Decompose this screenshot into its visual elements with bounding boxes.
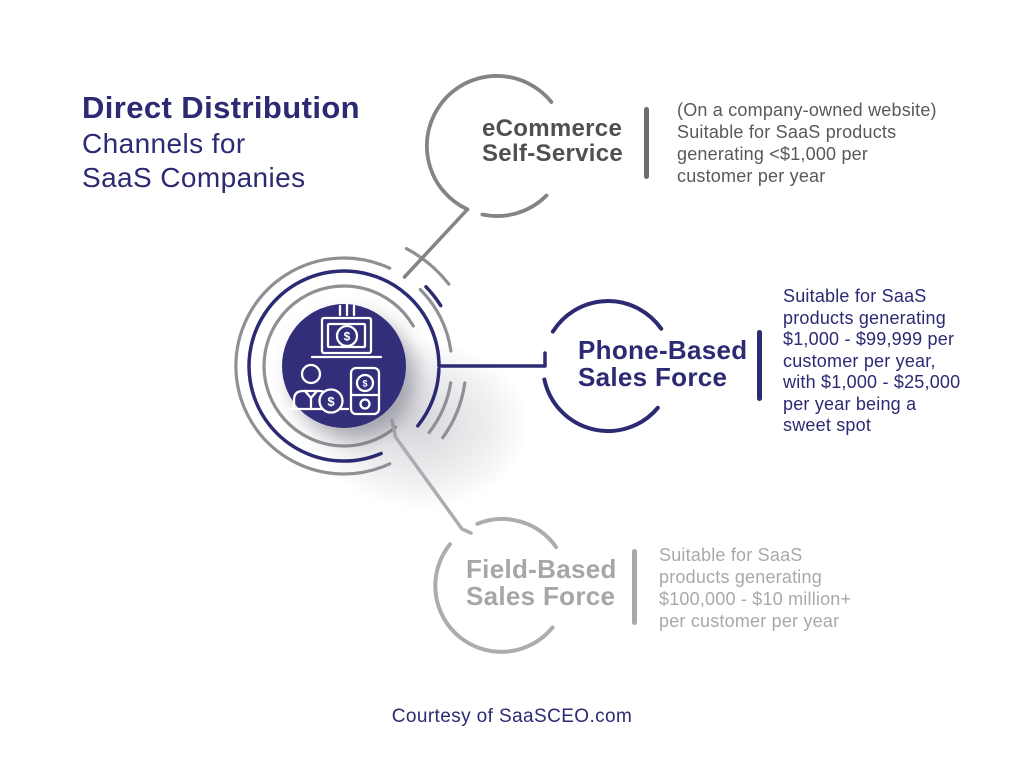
- phone-desc-line: Suitable for SaaS: [783, 286, 927, 306]
- field-label-line-2: Sales Force: [466, 581, 616, 611]
- phone-circle: [542, 299, 664, 433]
- hub-navy-ring: [247, 269, 441, 463]
- title-line-3: SaaS Companies: [82, 162, 306, 193]
- phone-desc-line: $1,000 - $99,999 per: [783, 329, 955, 349]
- title-line-2: Channels for: [82, 128, 246, 159]
- laptop-money-icon: $: [310, 301, 383, 359]
- ecommerce-label-line-2: Self-Service: [482, 140, 624, 167]
- pos-coin-dollar: $: [362, 379, 367, 389]
- title-line-1: Direct Distribution: [82, 90, 361, 125]
- phone-divider-bar: [757, 330, 762, 401]
- field-desc-line: $100,000 - $10 million+: [659, 589, 852, 609]
- field-desc-line: products generating: [659, 567, 822, 587]
- page-title: Direct Distribution Channels for SaaS Co…: [82, 88, 360, 195]
- phone-desc-line: per year being a: [783, 393, 917, 414]
- field-description: Suitable for SaaS products generating $1…: [659, 544, 851, 632]
- hub-outer-gray-ring: [234, 256, 392, 476]
- phone-label: Phone-Based Sales Force: [578, 337, 747, 391]
- hub-navy-ring-lower-arc: [416, 367, 441, 428]
- ecommerce-circle: [425, 74, 554, 218]
- ecommerce-desc-line: (On a company-owned website): [677, 100, 937, 120]
- phone-desc-line: sweet spot: [783, 415, 872, 435]
- phone-desc-line: products generating: [783, 307, 946, 328]
- hub-inner-gray-ring: [262, 284, 415, 448]
- hub-deco-navy-arc: [424, 285, 443, 308]
- ecommerce-desc-line: generating <$1,000 per: [677, 144, 869, 164]
- hub-deco-gray-arc-lower: [441, 381, 467, 440]
- hub-outer-gray-arc-topright: [418, 288, 453, 353]
- phone-label-line-1: Phone-Based: [578, 335, 748, 365]
- field-desc-line: Suitable for SaaS: [659, 545, 803, 565]
- field-label: Field-Based Sales Force: [466, 556, 617, 610]
- field-label-line-1: Field-Based: [466, 554, 617, 584]
- field-connector-line: [390, 418, 473, 535]
- ecommerce-description: (On a company-owned website) Suitable fo…: [677, 99, 937, 187]
- ecommerce-desc-line: Suitable for SaaS products: [677, 122, 897, 142]
- ecommerce-connector-line: [402, 207, 470, 279]
- ecommerce-divider-bar: [644, 107, 649, 179]
- coin-dollar: $: [327, 394, 335, 409]
- phone-connector-line: [437, 351, 547, 368]
- dollar-coin-icon: $: [318, 388, 344, 414]
- phone-desc-line: with $1,000 - $25,000: [783, 372, 961, 392]
- field-desc-line: per customer per year: [659, 611, 840, 631]
- ecommerce-label-line-1: eCommerce: [482, 115, 623, 142]
- pos-terminal-icon: $: [349, 366, 381, 416]
- hub-deco-gray-arc-upper: [404, 247, 451, 286]
- hub-outer-gray-arc-bottomright: [427, 381, 453, 435]
- field-divider-bar: [632, 549, 637, 625]
- phone-label-line-2: Sales Force: [578, 362, 728, 392]
- phone-description: Suitable for SaaS products generating $1…: [783, 286, 960, 437]
- ecommerce-desc-line: customer per year: [677, 166, 826, 186]
- field-circle: [433, 516, 559, 654]
- footer-credit: Courtesy of SaaSCEO.com: [391, 706, 633, 727]
- phone-desc-line: customer per year,: [783, 350, 936, 371]
- ecommerce-label: eCommerce Self-Service: [482, 116, 623, 166]
- laptop-coin-dollar: $: [344, 330, 351, 344]
